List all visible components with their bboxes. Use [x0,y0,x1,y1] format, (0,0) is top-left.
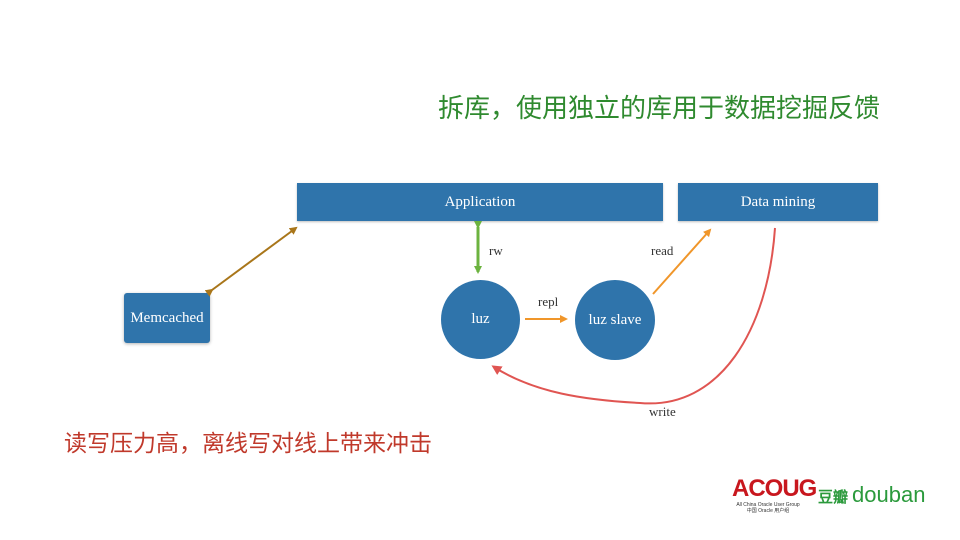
acoug-logo: ACOUG All China Oracle User Group 中国 Ora… [732,475,817,515]
application-node: Application [297,183,663,221]
caption: 读写压力高，离线写对线上带来冲击 [64,431,432,457]
luz-node: luz [441,280,520,359]
acoug-wordmark: ACOUG [732,475,817,502]
memcached-node: Memcached [124,293,210,343]
douban-en-text: douban [852,482,926,507]
write-label: write [649,404,676,419]
luz-label: luz [471,311,490,327]
acoug-subtitle: All China Oracle User Group [736,502,800,508]
slide-title: 拆库，使用独立的库用于数据挖掘反馈 [438,94,881,124]
memcached-label: Memcached [130,309,204,326]
write-arrow [491,227,776,405]
data-mining-node: Data mining [678,183,878,221]
acoug-subtitle-cn: 中国 Oracle 用户组 [746,508,790,514]
douban-logo: 豆瓣 douban [818,482,925,508]
data-mining-label: Data mining [740,193,816,210]
application-label: Application [444,193,516,210]
rw-label: rw [489,243,503,258]
read-label: read [651,243,674,258]
luz-slave-label: luz slave [588,311,642,328]
memcached-app-arrow [204,226,298,297]
douban-cn-text: 豆瓣 [818,488,849,506]
read-arrow [652,228,712,295]
repl-label: repl [538,294,559,309]
luz-slave-node: luz slave [575,280,655,360]
